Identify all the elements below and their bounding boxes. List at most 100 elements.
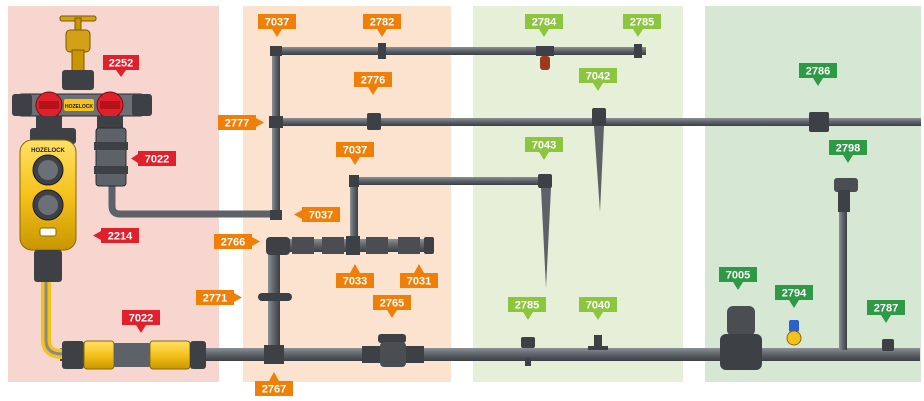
label-2765-text: 2765 bbox=[380, 298, 404, 310]
splitter-left-valve-lever bbox=[39, 101, 59, 109]
timer-bottom-connector bbox=[34, 250, 62, 282]
label-7031-box bbox=[400, 273, 438, 288]
connector-top-body bbox=[95, 127, 127, 187]
dripper-2784-head bbox=[540, 56, 550, 70]
tap-nozzle bbox=[71, 49, 85, 73]
label-2798-arrow bbox=[843, 155, 853, 163]
label-7043: 7043 bbox=[525, 137, 563, 160]
label-2785-top-text: 2785 bbox=[630, 17, 654, 29]
label-2766-box bbox=[214, 234, 252, 249]
label-2252-arrow bbox=[116, 70, 126, 77]
label-2787: 2787 bbox=[867, 300, 905, 323]
label-2784: 2784 bbox=[525, 14, 563, 37]
label-2784-arrow bbox=[539, 29, 549, 37]
vertical-distribution-pipe bbox=[272, 50, 280, 216]
connector-parts bbox=[258, 43, 434, 367]
label-7037-top-arrow bbox=[272, 29, 282, 37]
splitter-right-outlet bbox=[97, 116, 123, 130]
dripper-2785-main bbox=[521, 337, 535, 348]
label-2777: 2777 bbox=[218, 115, 264, 130]
bottom-nut-b bbox=[190, 341, 206, 369]
valve-side-b bbox=[406, 346, 424, 363]
fitting-7037-riser bbox=[349, 175, 359, 187]
valve-side-a bbox=[362, 346, 380, 363]
label-7042-arrow bbox=[593, 83, 603, 91]
fitting-7031 bbox=[424, 237, 434, 254]
label-2776-text: 2776 bbox=[361, 75, 385, 87]
pressure-reducer-7005 bbox=[720, 306, 762, 370]
label-7031: 7031 bbox=[400, 264, 438, 288]
label-2771-text: 2771 bbox=[203, 293, 227, 305]
label-7005: 7005 bbox=[719, 267, 757, 290]
label-2776: 2776 bbox=[354, 72, 392, 95]
label-2785-main-text: 2785 bbox=[515, 300, 539, 312]
label-2785-main: 2785 bbox=[508, 297, 546, 320]
label-2782-box bbox=[363, 14, 401, 29]
label-7043-text: 7043 bbox=[532, 140, 556, 152]
label-2765-arrow bbox=[387, 310, 397, 318]
label-7037-lower-arrow bbox=[294, 210, 302, 219]
label-2786: 2786 bbox=[799, 63, 837, 86]
fitting-7037-lower bbox=[270, 210, 282, 220]
label-2777-arrow bbox=[256, 118, 264, 127]
bottom-gray-mid bbox=[114, 343, 150, 367]
label-2782-text: 2782 bbox=[370, 17, 394, 29]
label-7022-top-arrow bbox=[131, 154, 138, 163]
label-7043-arrow bbox=[539, 152, 549, 160]
label-2794-text: 2794 bbox=[782, 288, 807, 300]
dripper-2785-stem bbox=[525, 358, 531, 366]
label-7022-bottom-arrow bbox=[136, 325, 146, 333]
valve-body bbox=[380, 342, 406, 367]
label-7040-text: 7040 bbox=[586, 300, 610, 312]
label-2776-box bbox=[354, 72, 392, 87]
label-2767-arrow bbox=[269, 372, 279, 381]
label-2784-text: 2784 bbox=[532, 17, 557, 29]
connector-segment-d bbox=[398, 237, 420, 254]
label-2785-top-box bbox=[623, 14, 661, 29]
label-7040: 7040 bbox=[579, 297, 617, 320]
label-7033: 7033 bbox=[336, 264, 374, 288]
connector-top-ring-a bbox=[94, 142, 128, 150]
label-2785-top-arrow bbox=[633, 29, 643, 37]
timer-feed-pipe bbox=[108, 185, 276, 218]
label-2786-box bbox=[799, 63, 837, 78]
dripper-parts bbox=[521, 44, 642, 366]
top-branch-pipe bbox=[276, 47, 646, 55]
timer-top-dial-face bbox=[38, 160, 58, 180]
sprayer-2798-body bbox=[838, 190, 850, 212]
label-7033-text: 7033 bbox=[343, 276, 367, 288]
label-2214-text: 2214 bbox=[108, 231, 133, 243]
label-2252: 2252 bbox=[103, 55, 139, 77]
elbow-riser-pipe bbox=[268, 252, 280, 352]
dripper-7040-base bbox=[588, 346, 608, 350]
dual-tap-splitter: HOZELOCK bbox=[12, 70, 152, 130]
fitting-7037-top bbox=[270, 46, 282, 56]
connector-segment-b bbox=[322, 237, 344, 254]
hose-connector-bottom bbox=[62, 340, 206, 370]
dripper-riser-pipe bbox=[350, 180, 358, 246]
splitter-left-end bbox=[12, 94, 32, 116]
reducer-cap bbox=[727, 306, 755, 336]
splitter-right-end bbox=[132, 94, 152, 116]
label-7022-top-box bbox=[138, 151, 176, 166]
label-2794-box bbox=[775, 285, 813, 300]
label-7042: 7042 bbox=[579, 68, 617, 91]
fitting-2771 bbox=[258, 293, 292, 301]
splitter-right-valve-lever bbox=[100, 101, 120, 109]
timer-bottom-dial-face bbox=[38, 195, 58, 215]
spike-7042-head bbox=[592, 108, 606, 126]
tap-body bbox=[65, 29, 91, 53]
label-2767-text: 2767 bbox=[262, 384, 286, 396]
label-7040-box bbox=[579, 297, 617, 312]
label-2767-box bbox=[255, 381, 293, 396]
label-2776-arrow bbox=[368, 87, 378, 95]
fitting-7033 bbox=[346, 236, 360, 255]
label-2785-main-arrow bbox=[523, 312, 533, 320]
end-cap-2787 bbox=[882, 339, 894, 351]
label-2214-arrow bbox=[93, 231, 101, 240]
label-7022-top: 7022 bbox=[131, 151, 176, 166]
label-2785-main-box bbox=[508, 297, 546, 312]
label-2798: 2798 bbox=[829, 140, 867, 163]
